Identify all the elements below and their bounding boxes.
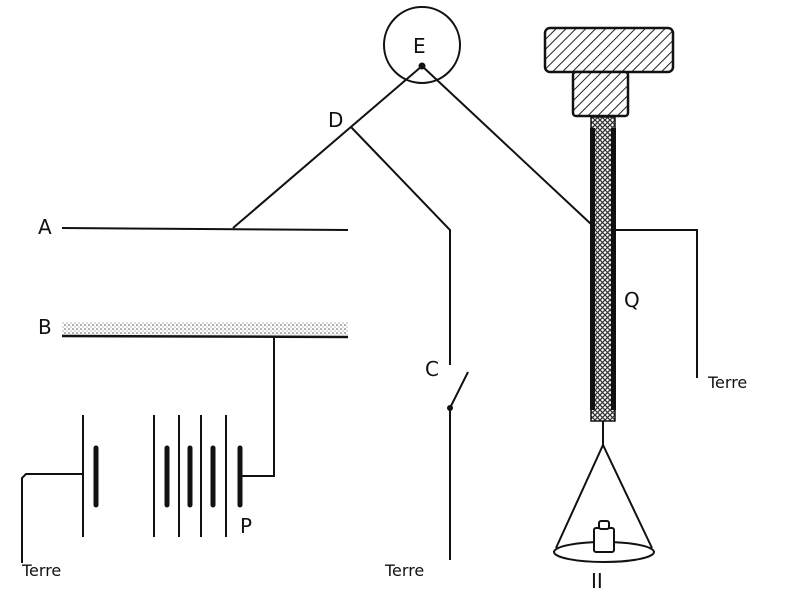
switch-C-lever — [449, 371, 469, 409]
label-terre-left: Terre — [21, 561, 61, 580]
label-weight-Pi: II — [591, 569, 603, 593]
label-Q: Q — [624, 288, 640, 312]
label-terre-middle: Terre — [384, 561, 424, 580]
label-terre-right: Terre — [707, 373, 747, 392]
clamp-block — [571, 70, 630, 118]
label-P: P — [240, 514, 252, 538]
wire-E-to-A — [232, 65, 423, 229]
label-C: C — [425, 357, 439, 381]
electrometer — [383, 6, 461, 84]
wire-battery-to-ground — [21, 473, 83, 563]
label-A: A — [38, 215, 52, 239]
wire-D-to-C — [350, 126, 451, 365]
wire-E-to-quartz — [421, 65, 593, 226]
plate-B — [62, 322, 348, 335]
battery-P — [82, 415, 243, 537]
plate-B-edge — [61, 334, 349, 339]
wire-B-to-battery — [240, 337, 275, 477]
pan-strings — [555, 442, 653, 549]
quartz-armature-right — [611, 128, 616, 410]
support-block — [543, 26, 675, 74]
weight — [593, 527, 615, 553]
quartz-armature-left — [590, 128, 595, 410]
plate-A — [61, 227, 349, 231]
weight-knob — [598, 520, 610, 530]
label-E: E — [413, 34, 426, 58]
wire-quartz-to-ground — [615, 229, 698, 378]
label-B: B — [38, 315, 52, 339]
label-D: D — [328, 108, 343, 132]
